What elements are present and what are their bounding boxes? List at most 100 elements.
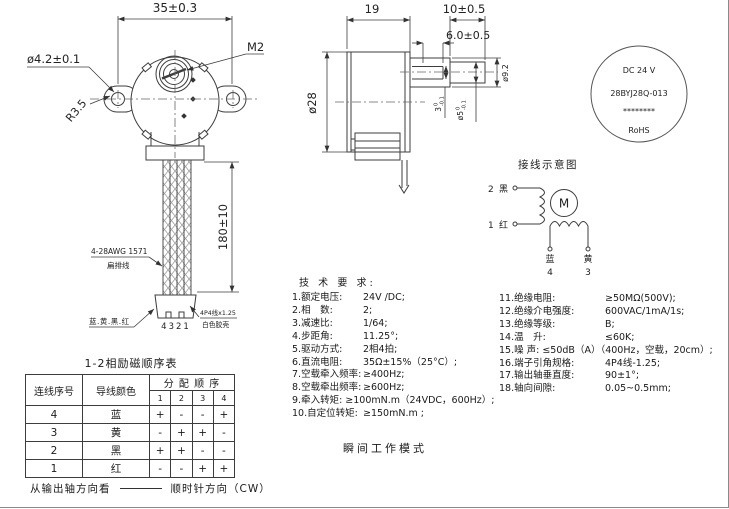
wire-break-symbol (398, 184, 410, 194)
header-wire-color: 导线颜色 (82, 374, 150, 406)
connector-housing (154, 294, 197, 319)
spec-value: 0.05~0.5mm; (605, 383, 671, 395)
work-mode-note: 瞬间工作模式 (343, 442, 427, 455)
spec-label: 15.噪 声: (499, 344, 540, 356)
spec-label: 18.轴向间隙: (499, 383, 556, 395)
wire-color-cell: 红 (82, 459, 150, 478)
cable-type-label: 扁排线 (107, 260, 130, 270)
table-row: 2 黑 + + - - (25, 441, 236, 460)
spec-item-4: 4.步距角:11.25°; (292, 331, 504, 344)
wire-color-cell: 黑 (82, 441, 150, 460)
spec-value: ≥600Hz; (363, 382, 405, 394)
shaft-boss (155, 55, 193, 93)
shaft-dia-base: ø5 (456, 111, 465, 121)
spec-value: 1/64; (363, 317, 388, 329)
dim-shaft-length-label: 10±0.5 (443, 2, 486, 16)
spec-value: 2; (363, 304, 373, 316)
spec-item-1: 1.额定电压: 24V /DC; (292, 292, 504, 305)
spec-value: ≥100mN.m（24VDC，600Hz）; (345, 395, 495, 407)
direction-note-line (119, 488, 162, 489)
spec-value: ≥400Hz; (363, 369, 405, 381)
spec-value: 24V /DC; (363, 292, 405, 303)
phase-table: 连线序号 导线颜色 分 配 顺 序 1 2 3 4 4 蓝 + - - + 3 (25, 374, 236, 478)
step-cell: + (212, 405, 236, 424)
centerlines (90, 50, 259, 158)
spec-item-17: 17.输出轴垂直度: 90±1°; (499, 370, 729, 383)
front-view-drawing: 35±0.3 ø4.2±0.1 R3.5 M2 180±10 4-28AWG 1… (27, 1, 264, 332)
spec-item-15: 15.噪 声:≤50dB（A）（400Hz，空载，20cm）; (499, 345, 729, 358)
header-step-3: 3 (191, 390, 214, 406)
shaft-dia-upper-tol: 0 (456, 107, 462, 110)
flat-thickness-lower-tol: -0.1 (440, 96, 446, 106)
dim-body-length-label: 19 (365, 2, 380, 16)
wiring-diagram: 接线示意图 2 黑 1 红 M 蓝 黄 4 3 (488, 158, 593, 278)
spec-value: 90±1°; (605, 370, 640, 382)
front-view-geometry (90, 50, 259, 319)
spec-label: 12.绝缘介电强度: (499, 305, 575, 317)
side-view-drawing: 19 10±0.5 6.0±0.5 ø28 ø9.2 3 0 -0.1 ø5 0… (305, 2, 510, 194)
step-cell: - (148, 459, 172, 478)
terminal-1-node (512, 221, 518, 227)
step-cell: + (170, 423, 193, 442)
connector-shell-label: 白色胶壳 (202, 320, 229, 329)
step-cell: + (212, 459, 236, 478)
spec-item-16: 16.端子引角规格:4P4线-1.25; (499, 358, 729, 371)
dim-hole-dia-label: ø4.2±0.1 (27, 52, 80, 66)
dim-screw-label: M2 (247, 40, 264, 54)
spec-value: ≤50dB（A）（400Hz，空载，20cm）; (542, 344, 713, 356)
dim-width-label: 35±0.3 (153, 1, 197, 15)
nameplate-serial: ******** (623, 107, 655, 116)
spec-item-18: 18.轴向间隙: 0.05~0.5mm; (499, 383, 729, 396)
terminal-3-node (585, 246, 591, 252)
dim-lead-length-label: 180±10 (216, 204, 230, 250)
terminal-2-number: 2 (488, 185, 494, 195)
spec-label: 1.额定电压: (292, 292, 343, 303)
rim-notch (141, 129, 153, 140)
dim-flat-thickness: 3 0 -0.1 (434, 96, 446, 112)
cable-spec-label: 4-28AWG 1571 (91, 247, 148, 256)
table-row: 1 红 - - + + (25, 459, 236, 478)
spec-value: ≤60K; (605, 331, 635, 343)
spec-item-6: 6.直流电阻: 35Ω±15%（25°C）; (292, 357, 504, 370)
header-step-4: 4 (212, 390, 236, 406)
side-centerlines (335, 71, 498, 103)
nameplate-rohs: RoHS (628, 126, 649, 135)
header-sequence: 分 配 顺 序 (149, 374, 235, 391)
wire-colors-label: 蓝.黄.黑.红 (89, 316, 130, 326)
dim-flat-length-label: 6.0±0.5 (446, 29, 490, 42)
spec-item-2: 2.相 数:2; (292, 305, 504, 318)
spec-label: 6.直流电阻: (292, 356, 343, 368)
spec-item-8: 8.空载牵出频率:≥600Hz; (292, 382, 504, 395)
terminal-3-number: 3 (585, 268, 591, 278)
terminal-3-color: 黄 (583, 253, 592, 265)
nameplate-voltage: DC 24 V (623, 66, 656, 75)
terminal-2-node (512, 185, 518, 191)
dim-ear-radius-label: R3.5 (63, 97, 89, 125)
connector-spec-label: 4P4线x1.25 (200, 308, 236, 317)
table-row: 4 蓝 + - - + (25, 405, 236, 424)
step-cell: - (191, 405, 214, 424)
terminal-4-color: 蓝 (545, 253, 554, 265)
spec-value: 2相4拍; (363, 343, 398, 355)
wire-color-cell: 蓝 (82, 405, 150, 424)
spec-label: 16.端子引角规格: (499, 357, 575, 369)
screw-slot (161, 67, 187, 80)
side-view-geometry (335, 51, 498, 194)
terminal-4-number: 4 (547, 268, 553, 278)
tech-specs-title: 技 术 要 求: (299, 278, 376, 289)
spec-item-9: 9.牵入转矩:≥100mN.m（24VDC，600Hz）; (292, 395, 504, 408)
nameplate-model: 28BYJ28Q-013 (610, 89, 667, 98)
motor-symbol-letter: M (559, 197, 569, 211)
step-cell: + (148, 405, 172, 424)
wire-number-cell: 3 (25, 423, 83, 442)
direction-note-prefix: 从输出轴方向看 (30, 483, 111, 495)
table-row: 3 黄 - + + - (25, 423, 236, 442)
terminal-4-node (547, 246, 553, 252)
spec-value: 600VAC/1mA/1s; (605, 305, 685, 317)
spec-item-5: 5.驱动方式:2相4拍; (292, 344, 504, 357)
shaft-dia-lower-tol: -0.1 (462, 100, 468, 110)
spec-item-7: 7.空载牵入频率:≥400Hz; (292, 369, 504, 382)
spec-label: 17.输出轴垂直度: (499, 370, 575, 382)
spec-value: 35Ω±15%（25°C）; (363, 356, 458, 368)
ribbon-cable (162, 160, 192, 295)
